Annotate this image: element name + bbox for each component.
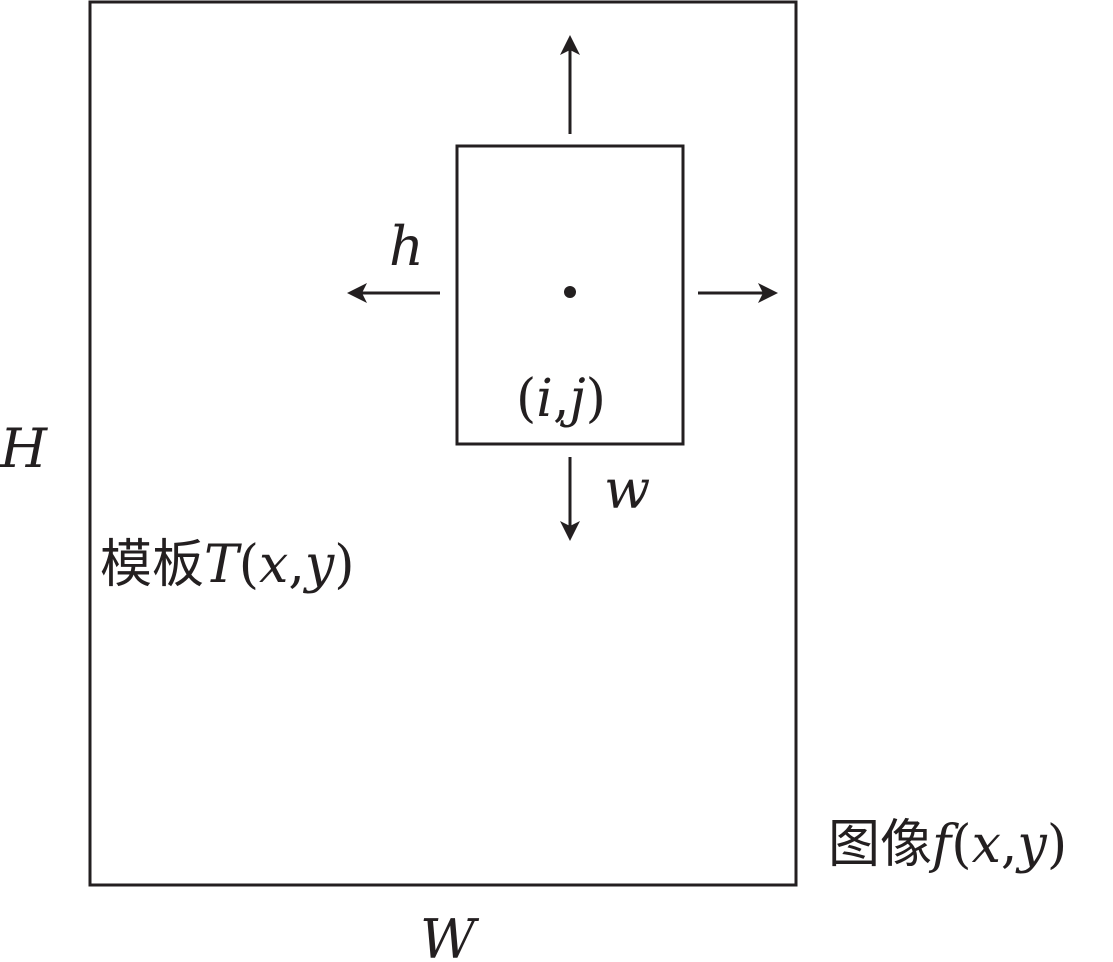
template-label: 模板T(x,y) xyxy=(100,535,355,595)
image-frame xyxy=(88,0,798,887)
width-label: W xyxy=(420,908,480,962)
center-point xyxy=(564,286,576,298)
template-w-label: w xyxy=(604,458,650,521)
image-label: 图像f(x,y) xyxy=(828,815,1067,875)
center-coordinate-label: (i,j) xyxy=(516,369,606,429)
template-window xyxy=(455,144,685,446)
template-h-label: h xyxy=(389,215,424,278)
height-label: H xyxy=(0,417,48,480)
